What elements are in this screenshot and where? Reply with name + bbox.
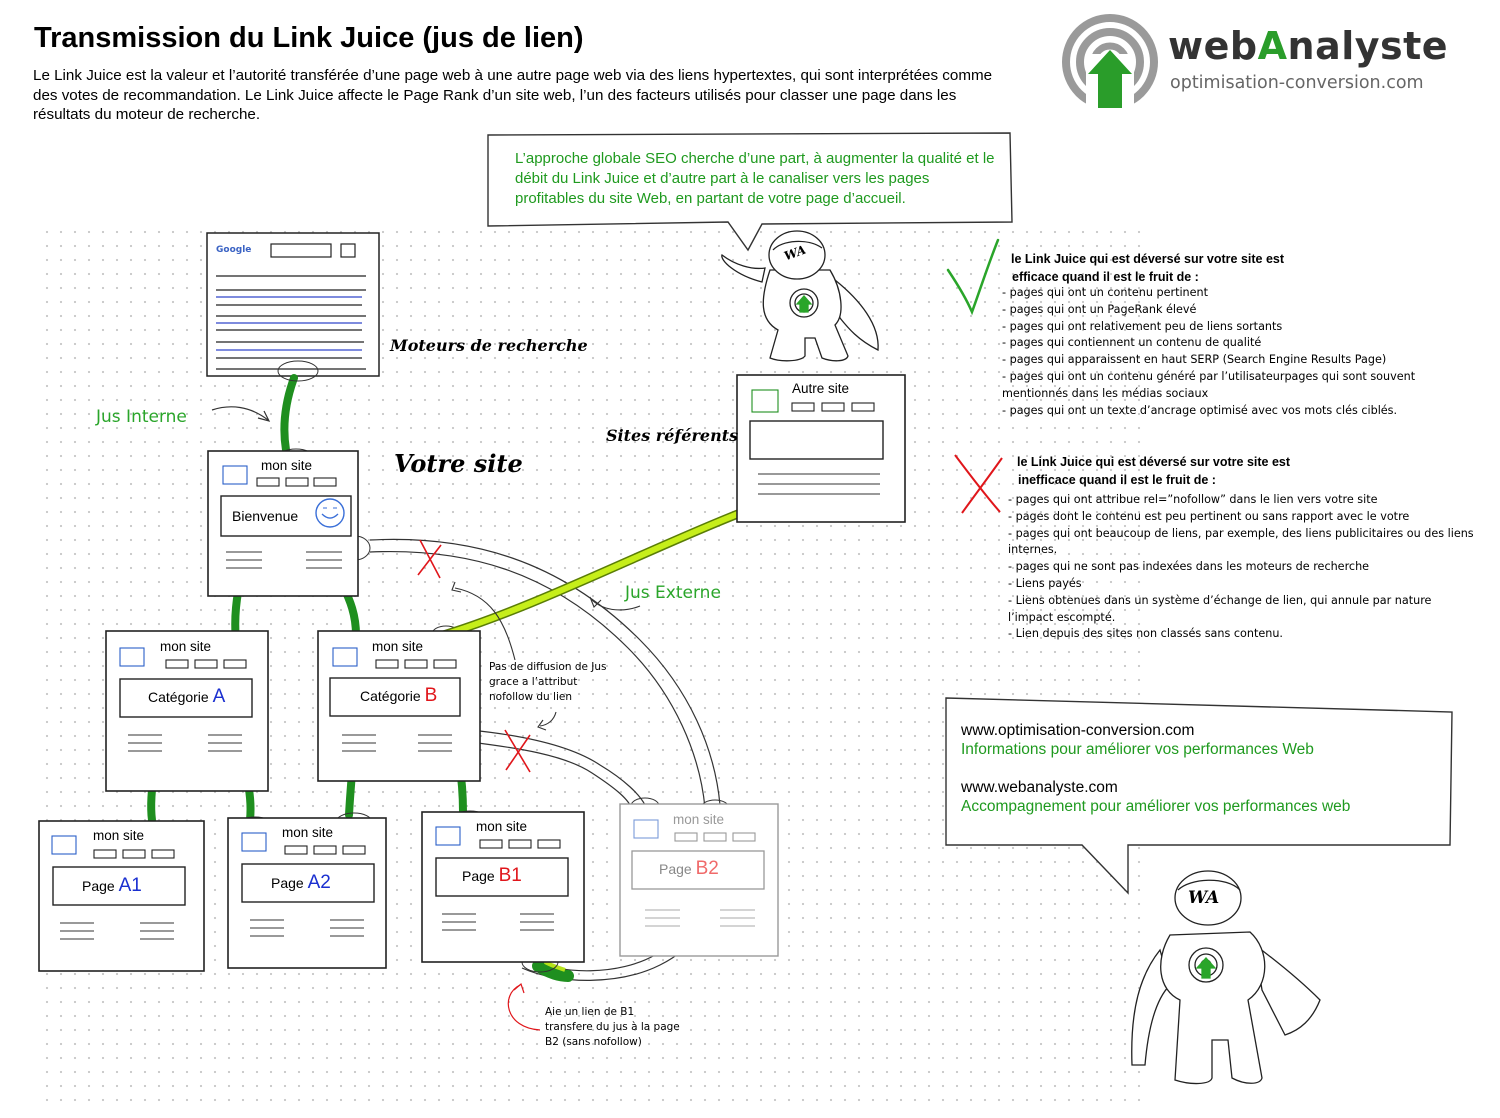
list-item: - pages qui contiennent un contenu de qu… xyxy=(1002,336,1262,350)
cat-b-site-label: mon site xyxy=(372,639,424,654)
check-icon xyxy=(946,238,1000,316)
intro-paragraph: Le Link Juice est la valeur et l’autorit… xyxy=(33,67,993,123)
list-item: - Lien depuis des sites non classés sans… xyxy=(1008,627,1283,641)
page-b1-name: Page B1 xyxy=(462,865,522,886)
list-item: mentionnés dans les médias sociaux xyxy=(1002,386,1209,400)
speech-bubble-top xyxy=(487,132,1013,252)
list-item: - pages qui apparaissent en haut SERP (S… xyxy=(1002,353,1387,367)
speech-bubble-text: L’approche globale SEO cherche d’une par… xyxy=(515,150,995,207)
page-a2-name: Page A2 xyxy=(271,872,331,893)
list-item: - pages dont le contenu est peu pertinen… xyxy=(1008,509,1410,523)
info-url-2[interactable]: www.webanalyste.com xyxy=(961,779,1118,796)
list-item: - pages qui ont un PageRank élevé xyxy=(1002,302,1197,316)
home-page-name: Bienvenue xyxy=(232,508,299,524)
b1-note: Aie un lien de B1 transfere du jus à la … xyxy=(545,1006,680,1048)
inefficace-title: le Link Juice qui est déversé sur votre … xyxy=(1017,455,1291,487)
page-a1-name: Page A1 xyxy=(82,875,142,896)
efficace-list: - pages qui ont un contenu pertinent - p… xyxy=(1002,285,1415,419)
mascot-bottom-badge: WA xyxy=(1188,888,1220,908)
list-item: - pages qui ont un contenu pertinent xyxy=(1002,286,1209,299)
page-title: Transmission du Link Juice (jus de lien) xyxy=(34,22,584,54)
jus-interne-label: Jus Interne xyxy=(96,407,187,427)
page-a1-site-label: mon site xyxy=(93,828,145,843)
list-item: - pages qui ont un contenu généré par l’… xyxy=(1002,369,1416,383)
cross-icon xyxy=(954,454,1003,514)
page-b2-name: Page B2 xyxy=(659,858,719,879)
efficace-title: le Link Juice qui est déversé sur votre … xyxy=(1011,252,1285,284)
info-url-1[interactable]: www.optimisation-conversion.com xyxy=(961,722,1195,739)
sites-referents-label: Sites référents xyxy=(606,426,739,445)
page-b2-site-label: mon site xyxy=(673,812,725,827)
list-item: - Liens payés xyxy=(1008,576,1082,590)
list-item: - pages qui ne sont pas indexées dans le… xyxy=(1008,560,1370,574)
info-speech-bubble xyxy=(945,697,1453,895)
page-b1-site-label: mon site xyxy=(476,819,528,834)
info-box: www.optimisation-conversion.com Informat… xyxy=(961,721,1350,816)
node-page-b1 xyxy=(421,811,585,963)
google-logo: Google xyxy=(216,245,252,255)
list-item: - pages qui ont un texte d’ancrage optim… xyxy=(1002,403,1398,417)
home-site-label: mon site xyxy=(261,458,313,473)
list-item: - pages qui ont beaucoup de liens, par e… xyxy=(1008,526,1474,540)
search-engine-sheet xyxy=(206,232,380,377)
mascot-top xyxy=(721,230,879,362)
list-item: - pages qui ont relativement peu de lien… xyxy=(1002,319,1283,333)
list-item: l’impact escompté. xyxy=(1008,610,1116,624)
logo-wordmark: webAnalyste xyxy=(1168,24,1449,68)
search-engine-label: Moteurs de recherche xyxy=(390,336,588,355)
mascot-bottom xyxy=(1131,870,1321,1085)
cat-a-site-label: mon site xyxy=(160,639,212,654)
list-item: - pages qui ont attribue rel=”nofollow” … xyxy=(1008,493,1378,506)
votre-site-label: Votre site xyxy=(394,449,523,478)
logo-target-icon xyxy=(1062,14,1158,110)
logo-subtitle: optimisation-conversion.com xyxy=(1170,73,1424,93)
nofollow-note: Pas de diffusion de Jus grace a l’attrib… xyxy=(489,661,607,703)
jus-externe-label: Jus Externe xyxy=(625,583,721,603)
cat-b-name: Catégorie B xyxy=(360,685,438,706)
autre-site-label: Autre site xyxy=(792,381,850,396)
inefficace-list: - pages qui ont attribue rel=”nofollow” … xyxy=(1008,492,1474,643)
page-a2-site-label: mon site xyxy=(282,825,334,840)
info-desc-1: Informations pour améliorer vos performa… xyxy=(961,741,1314,758)
info-desc-2: Accompagnement pour améliorer vos perfor… xyxy=(961,798,1351,815)
cat-a-name: Catégorie A xyxy=(148,686,226,707)
node-home xyxy=(207,450,359,597)
list-item: - Liens obtenues dans un système d’échan… xyxy=(1008,593,1432,607)
list-item: internes. xyxy=(1008,543,1058,557)
